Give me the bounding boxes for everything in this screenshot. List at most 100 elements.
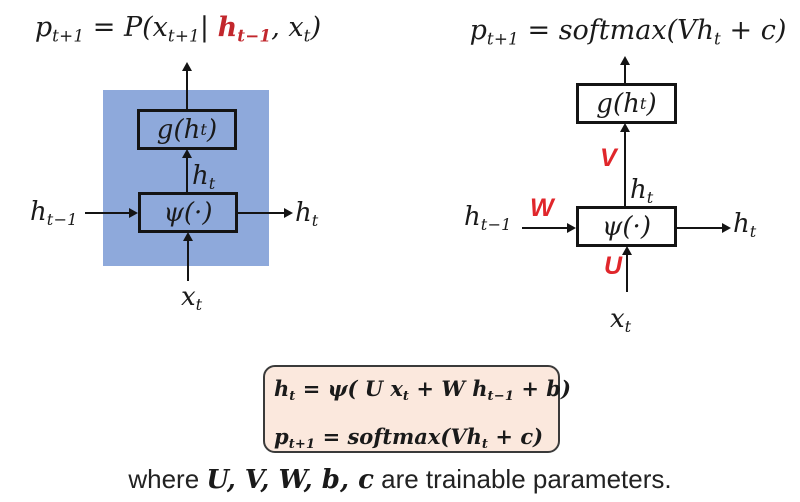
- eq-segment: t: [481, 437, 489, 453]
- label-sub: t: [749, 222, 757, 242]
- formula-segment-highlight: h: [217, 12, 238, 43]
- label-base: x: [181, 282, 196, 312]
- eq-segment: p: [274, 424, 289, 450]
- label-sub: t: [311, 211, 319, 231]
- arrow-shaft: [624, 129, 626, 206]
- eq-segment: + c): [488, 424, 544, 450]
- arrow-head: [129, 208, 138, 218]
- formula-segment: p: [469, 15, 487, 46]
- formula-segment: t: [303, 25, 311, 46]
- label-base: h: [733, 209, 750, 239]
- label-sub: t: [646, 188, 654, 208]
- left-input-label: xt: [181, 282, 202, 314]
- hidden-state-equation: ht = ψ( U xt + W ht−1 + b): [274, 369, 571, 417]
- arrow-head: [182, 149, 192, 158]
- eq-segment: + b): [514, 376, 571, 401]
- arrow-shaft: [626, 252, 628, 292]
- arrow-shaft: [238, 212, 287, 214]
- arrow-right-h-out: [677, 223, 731, 233]
- eq-segment: = ψ( U x: [295, 376, 403, 401]
- arrow-head: [722, 223, 731, 233]
- left-psi-function-box: ψ(·): [138, 192, 238, 233]
- eq-segment: t: [289, 389, 296, 405]
- caption-variables: U, V, W, b, c: [206, 465, 374, 495]
- trainable-parameters-caption: where U, V, W, b, c are trainable parame…: [20, 464, 780, 495]
- arrow-shaft: [522, 227, 570, 229]
- formula-segment: t+1: [52, 25, 85, 46]
- label-sub: t: [195, 295, 203, 315]
- formula-segment: p: [34, 12, 53, 43]
- arrow-shaft: [85, 212, 132, 214]
- label-base: h: [295, 198, 312, 228]
- arrow-left-hprev-in: [85, 208, 138, 218]
- caption-text: where: [128, 464, 207, 494]
- right-input-label: xt: [610, 304, 631, 336]
- output-probability-equation: pt+1 = softmax(Vht + c): [274, 417, 558, 465]
- label-base: h: [192, 161, 209, 191]
- arrow-shaft: [186, 68, 188, 109]
- g-box-label: ): [646, 88, 657, 119]
- g-box-label: ): [207, 114, 218, 145]
- arrow-left-psi-to-g: [182, 149, 192, 192]
- label-base: x: [610, 304, 625, 334]
- weight-V-label: V: [600, 144, 617, 172]
- psi-box-label: ψ(·): [163, 197, 213, 228]
- arrow-left-output-up: [182, 62, 192, 109]
- arrow-right-psi-to-g: [620, 123, 630, 206]
- formula-segment: = P(x: [84, 12, 168, 43]
- arrow-left-x-in: [183, 232, 193, 281]
- arrow-head: [620, 123, 630, 132]
- right-psi-function-box: ψ(·): [576, 206, 677, 247]
- right-prev-hidden-label: ht−1: [464, 202, 512, 234]
- right-hidden-state-label: ht: [630, 175, 653, 207]
- g-box-label-sub: t: [639, 94, 647, 113]
- label-base: h: [464, 202, 481, 232]
- arrow-right-x-in: [622, 246, 632, 292]
- arrow-head: [567, 223, 576, 233]
- weight-W-label: W: [530, 194, 554, 222]
- arrow-right-hprev-in: [522, 223, 576, 233]
- arrow-right-output-up: [620, 56, 630, 83]
- arrow-shaft: [187, 238, 189, 281]
- weight-U-label: U: [604, 252, 623, 280]
- g-box-label-sub: t: [200, 120, 208, 139]
- formula-segment: + c): [720, 15, 787, 46]
- label-base: h: [630, 175, 647, 205]
- formula-segment: |: [199, 12, 218, 43]
- equation-summary-box: ht = ψ( U xt + W ht−1 + b) pt+1 = softma…: [263, 365, 571, 453]
- eq-segment: h: [274, 376, 290, 401]
- formula-segment: t+1: [486, 28, 519, 49]
- arrow-head: [182, 62, 192, 71]
- eq-segment: t−1: [487, 389, 515, 405]
- left-hidden-out-label: ht: [295, 198, 318, 230]
- arrow-head: [183, 232, 193, 241]
- arrow-head: [622, 246, 632, 255]
- arrow-left-h-out: [238, 208, 293, 218]
- psi-box-label: ψ(·): [602, 211, 651, 242]
- label-sub: t−1: [46, 210, 78, 230]
- label-sub: t: [208, 174, 216, 194]
- caption-text: are trainable parameters.: [373, 464, 672, 494]
- formula-segment-highlight: t−1: [237, 25, 272, 46]
- formula-segment: ): [310, 12, 322, 43]
- arrow-shaft: [186, 155, 188, 192]
- arrow-head: [620, 56, 630, 65]
- left-output-formula: pt+1 = P(xt+1| ht−1, xt): [28, 12, 328, 45]
- right-output-formula: pt+1 = softmax(Vht + c): [463, 15, 793, 48]
- eq-segment: = softmax(Vh: [315, 424, 482, 450]
- eq-segment: + W h: [409, 376, 488, 401]
- g-box-label: g(h: [156, 114, 201, 145]
- g-box-label: g(h: [596, 88, 640, 119]
- formula-segment: t: [714, 28, 721, 49]
- eq-segment: t+1: [288, 437, 316, 453]
- eq-segment: t: [402, 389, 410, 405]
- label-sub: t: [624, 317, 632, 337]
- right-hidden-out-label: ht: [733, 209, 756, 241]
- label-sub: t−1: [480, 215, 512, 235]
- label-base: h: [30, 197, 47, 227]
- arrow-shaft: [677, 227, 725, 229]
- arrow-shaft: [624, 62, 626, 83]
- formula-segment: = softmax(Vh: [518, 15, 714, 46]
